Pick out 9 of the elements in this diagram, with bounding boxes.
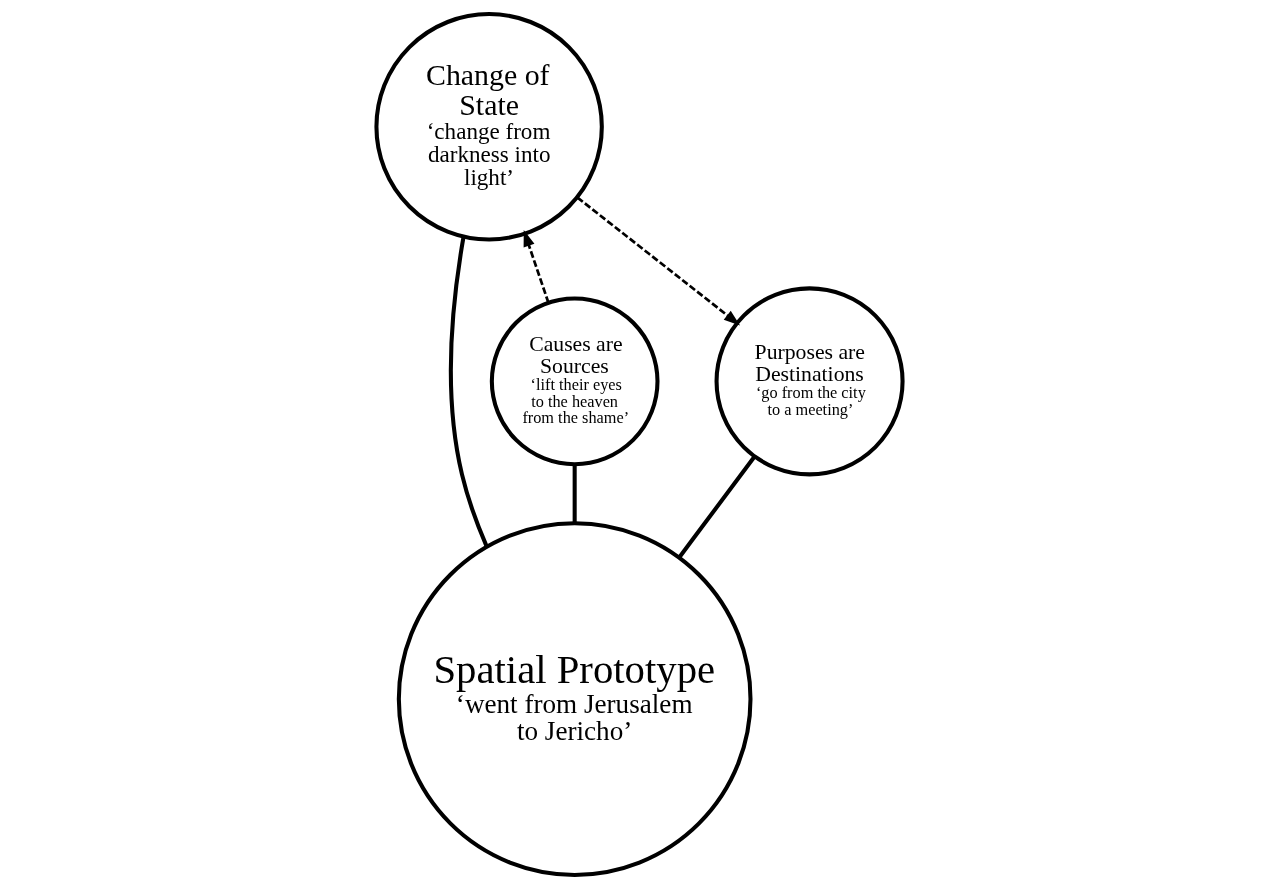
connector — [677, 455, 757, 559]
connector — [448, 236, 489, 548]
node-circle: Causes are Sources ‘lift their eyes to the heaven from the shame’ — [489, 296, 660, 467]
arrow — [523, 230, 550, 304]
node-circle: Spatial Prototype ‘went from Jerusalem to Jericho’ — [396, 521, 753, 877]
node-circle: Purposes are Destinations ‘go from the city to a meeting’ — [714, 286, 905, 477]
connector — [572, 464, 577, 524]
arrow — [576, 196, 741, 326]
node-circle: Change of State ‘change from darkness into light’ — [374, 12, 604, 242]
